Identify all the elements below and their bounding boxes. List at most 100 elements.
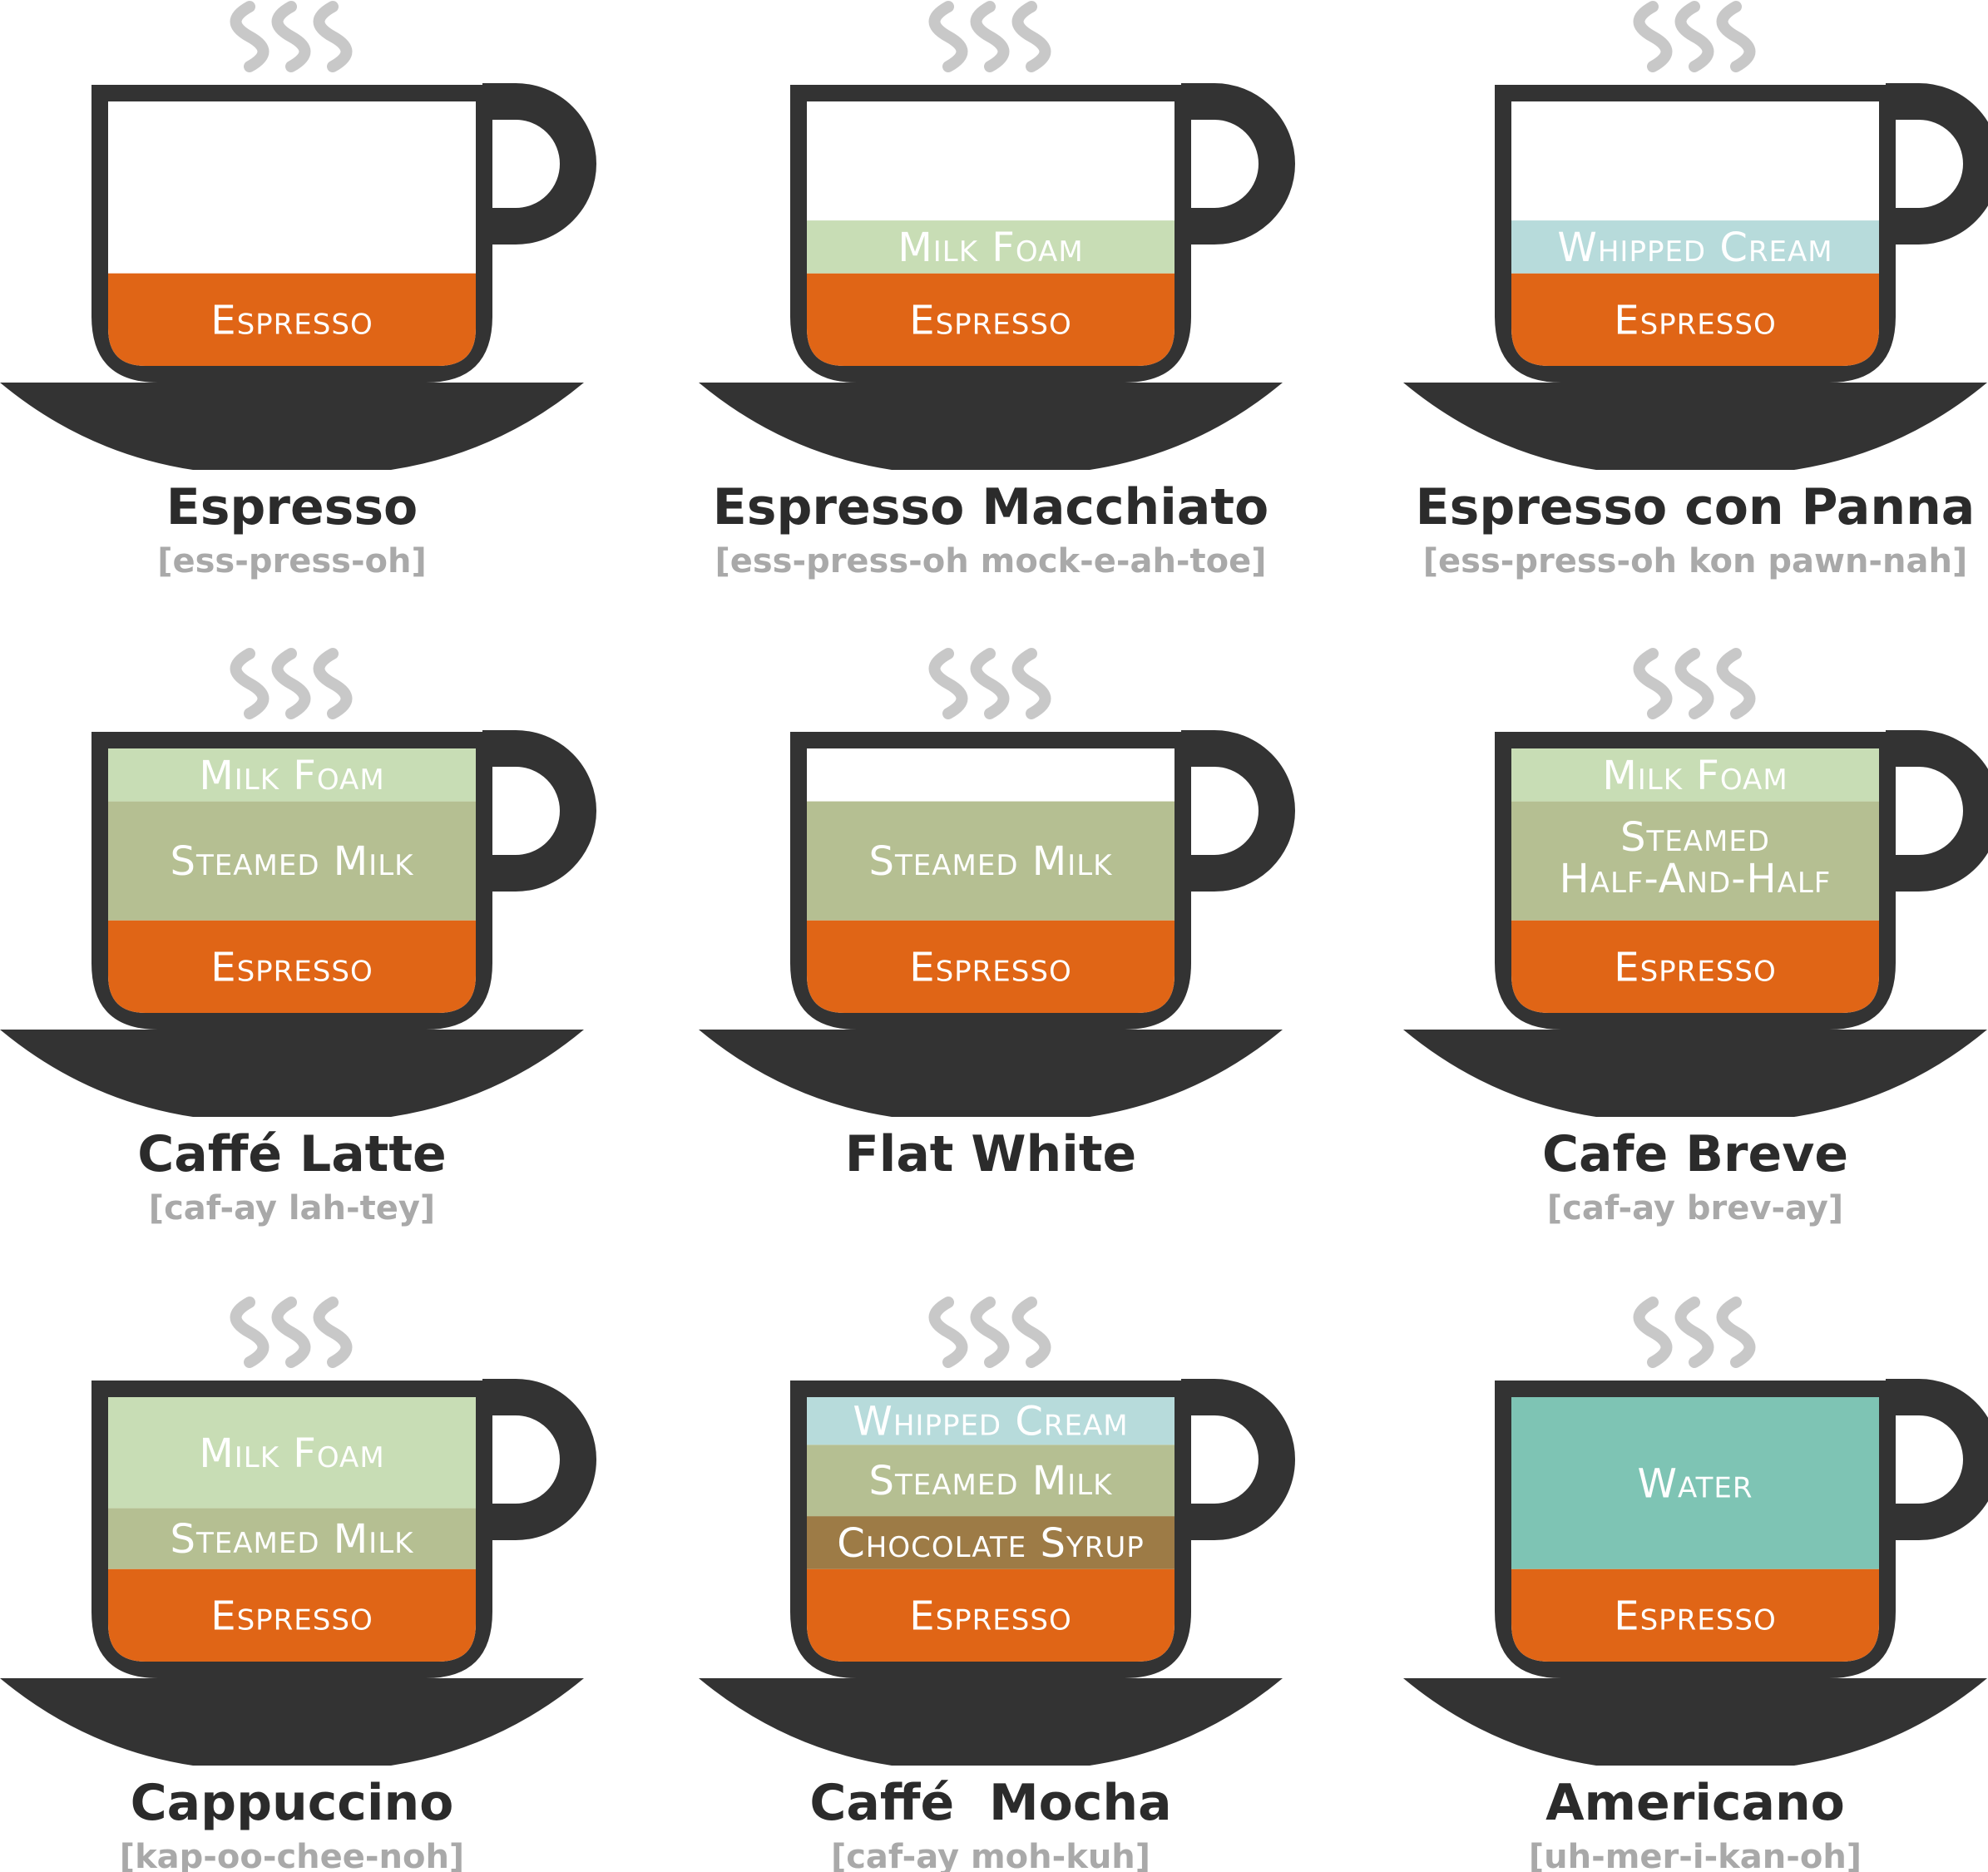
layer-label-milk-foam: Milk Foam <box>1602 753 1788 799</box>
layer-water <box>1511 1397 1879 1569</box>
layer-label-chocolate-syrup: Chocolate Syrup <box>837 1520 1144 1567</box>
cup-interior: Espresso Water <box>1511 1397 1879 1662</box>
layer-label-espresso: Espresso <box>1614 297 1776 343</box>
drink-name: Espresso Macchiato <box>713 478 1268 536</box>
layer-espresso <box>108 1568 476 1662</box>
layer-espresso <box>1511 920 1879 1013</box>
saucer <box>0 1678 584 1766</box>
cup-handle <box>482 1379 596 1540</box>
drink-pronunciation: [caf-ay lah-tey] <box>149 1189 435 1227</box>
layer-espresso <box>807 1568 1175 1662</box>
drink-name: Espresso con Panna <box>1416 478 1976 536</box>
saucer <box>699 383 1283 470</box>
layer-steamed-milk <box>807 801 1175 921</box>
cup-handle <box>1181 730 1295 892</box>
drink-caff-mocha: Espresso Chocolate Syrup Steamed Milk Whipp… <box>699 1297 1295 1872</box>
saucer <box>699 1678 1283 1766</box>
drink-name: Caffé Mocha <box>809 1774 1171 1832</box>
saucer <box>1403 383 1987 470</box>
saucer <box>0 1030 584 1117</box>
layer-steamed-milk <box>108 1508 476 1569</box>
drink-name: Flat White <box>845 1125 1136 1183</box>
layer-espresso <box>807 273 1175 366</box>
layer-label-espresso: Espresso <box>1614 1593 1776 1639</box>
cup-interior: Espresso Steamed Milk Milk Foam <box>108 1397 476 1662</box>
layer-label-whipped-cream: Whipped Cream <box>1557 225 1832 271</box>
layer-milk-foam <box>108 1397 476 1509</box>
layer-milk-foam <box>807 220 1175 274</box>
cup-interior: Espresso Steamed Milk Milk Foam <box>108 748 476 1013</box>
layer-espresso <box>807 920 1175 1013</box>
layer-label-espresso: Espresso <box>210 297 373 343</box>
layer-espresso <box>1511 273 1879 366</box>
cup-handle <box>1886 730 1988 892</box>
layer-steamed-milk <box>807 1445 1175 1517</box>
steam-icon <box>230 1297 353 1368</box>
drink-name: Cafe Breve <box>1542 1125 1848 1183</box>
layer-whipped-cream <box>807 1397 1175 1445</box>
layer-label-espresso: Espresso <box>1614 944 1776 990</box>
drink-name: Americano <box>1545 1774 1845 1832</box>
cup-handle <box>1886 83 1988 244</box>
layer-milk-foam <box>108 748 476 802</box>
drink-name: Cappuccino <box>131 1774 454 1832</box>
drink-pronunciation: [ess-press-oh] <box>157 542 427 580</box>
layer-label-espresso: Espresso <box>210 944 373 990</box>
layer-label-whipped-cream: Whipped Cream <box>853 1399 1128 1445</box>
cup-interior: Espresso Milk Foam <box>807 101 1175 366</box>
layer-milk-foam <box>1511 748 1879 802</box>
cup-handle <box>1181 1379 1295 1540</box>
steam-icon <box>928 1297 1051 1368</box>
cup-interior: Espresso Chocolate Syrup Steamed Milk Whipp… <box>807 1397 1175 1662</box>
saucer <box>1403 1030 1987 1117</box>
layer-label-espresso: Espresso <box>909 297 1071 343</box>
layer-label-milk-foam: Milk Foam <box>199 1430 384 1477</box>
layer-espresso <box>108 273 476 366</box>
steam-icon <box>1633 648 1756 719</box>
steam-icon <box>928 648 1051 719</box>
layer-label-water: Water <box>1638 1460 1753 1507</box>
layer-label-milk-foam: Milk Foam <box>898 225 1083 271</box>
layer-label-steamed-milk: Steamed Milk <box>869 1458 1114 1504</box>
drink-name: Caffé Latte <box>137 1125 446 1183</box>
steam-icon <box>1633 1 1756 72</box>
steam-icon <box>230 648 353 719</box>
layer-espresso <box>1511 1568 1879 1662</box>
drink-pronunciation: [ess-press-oh mock-e-ah-toe] <box>715 542 1266 580</box>
saucer <box>1403 1678 1987 1766</box>
cup-handle <box>1181 83 1295 244</box>
drink-pronunciation: [uh-mer-i-kan-oh] <box>1529 1838 1862 1872</box>
layer-label-espresso: Espresso <box>909 1593 1071 1639</box>
drink-pronunciation: [ess-press-oh kon pawn-nah] <box>1423 542 1968 580</box>
cup-handle <box>482 83 596 244</box>
cup-handle <box>1886 1379 1988 1540</box>
cup-handle <box>482 730 596 892</box>
layer-label-milk-foam: Milk Foam <box>199 753 384 799</box>
layer-label-espresso: Espresso <box>909 944 1071 990</box>
layer-label-steamed-milk: Steamed Milk <box>171 838 415 885</box>
drink-pronunciation: [kap-oo-chee-noh] <box>120 1838 464 1872</box>
layer-label-espresso: Espresso <box>210 1593 373 1639</box>
layer-label-steamed-milk: Steamed Milk <box>869 838 1114 885</box>
saucer <box>699 1030 1283 1117</box>
layer-steamed-half-and-half <box>1511 801 1879 921</box>
layer-whipped-cream <box>1511 220 1879 274</box>
drink-name: Espresso <box>166 478 418 536</box>
drink-pronunciation: [caf-ay brev-ay] <box>1547 1189 1843 1227</box>
steam-icon <box>928 1 1051 72</box>
cup-interior: Espresso <box>108 101 476 366</box>
layer-label-steamed-milk: Steamed Milk <box>171 1516 415 1563</box>
steam-icon <box>230 1 353 72</box>
layer-steamed-milk <box>108 801 476 921</box>
